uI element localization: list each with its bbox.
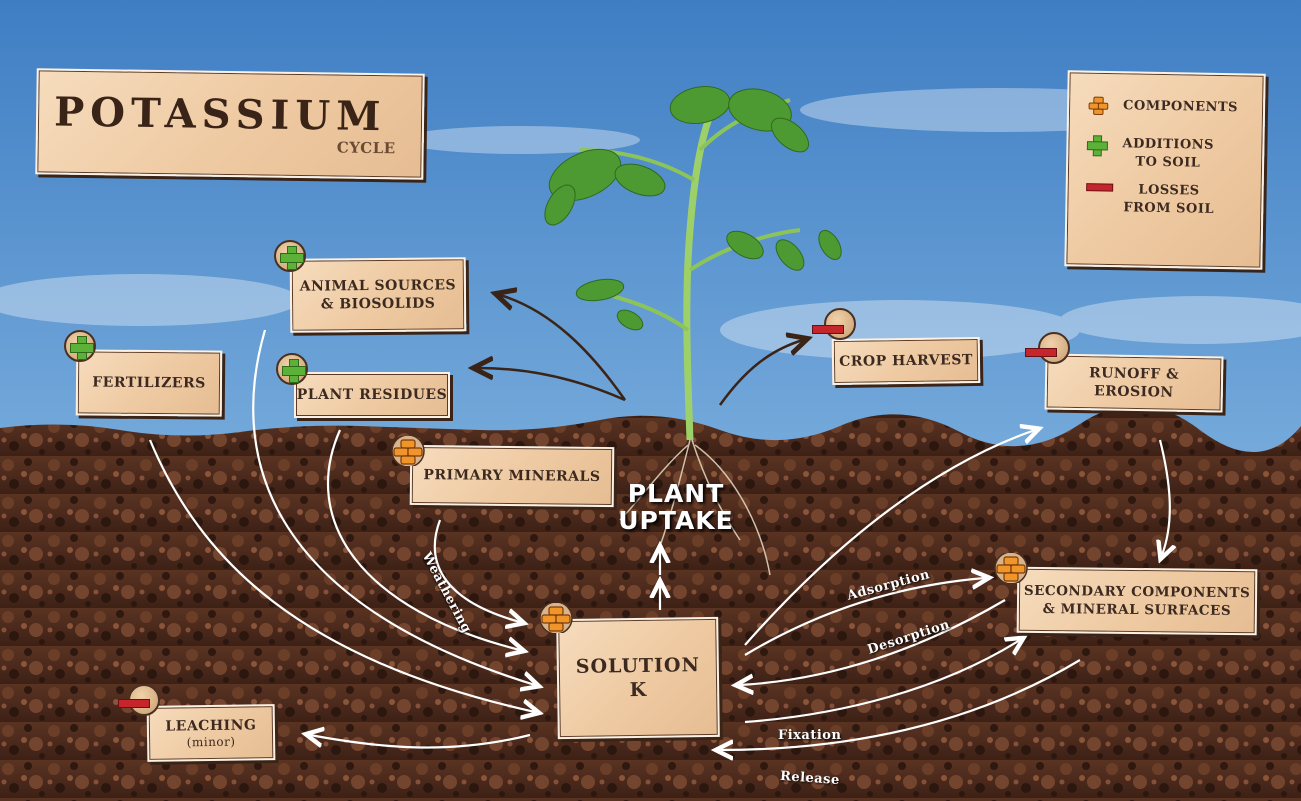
node-runoff-erosion: RUNOFF & EROSION — [1044, 353, 1224, 413]
animal-sources-label-2: & BIOSOLIDS — [320, 295, 436, 313]
plant-uptake-line-2: UPTAKE — [618, 506, 734, 535]
plant-residues-label: PLANT RESIDUES — [296, 387, 448, 403]
solution-label-1: SOLUTION — [575, 654, 701, 678]
legend-losses-label-2: FROM SOIL — [1123, 200, 1215, 217]
node-solution-k: SOLUTION K — [556, 616, 720, 740]
node-animal-sources: ANIMAL SOURCES & BIOSOLIDS — [289, 257, 467, 333]
arrow-runoff-to-secondary — [1160, 439, 1170, 555]
primary-minerals-label: PRIMARY MINERALS — [423, 467, 601, 485]
leaching-label: LEACHING — [165, 717, 257, 735]
clouds — [0, 88, 1301, 360]
plant-residues-plus-icon — [276, 353, 308, 385]
arrow-solution-to-runoff — [744, 430, 1035, 646]
secondary-label-1: SECONDARY COMPONENTS — [1023, 582, 1251, 602]
arrow-adsorption — [744, 578, 985, 656]
legend-losses-label-1: LOSSES — [1138, 182, 1200, 199]
node-leaching: LEACHING (minor) — [146, 704, 276, 762]
legend-additions-label-2: TO SOIL — [1135, 154, 1201, 171]
minus-icon — [1086, 183, 1114, 192]
node-fertilizers: FERTILIZERS — [75, 349, 223, 417]
legend-losses: LOSSES FROM SOIL — [1085, 181, 1214, 219]
arrow-fertilizers-to-solution — [148, 439, 535, 712]
plant-uptake-label: PLANT UPTAKE — [606, 480, 746, 534]
crop-harvest-badge — [824, 308, 856, 340]
arrow-desorption — [740, 599, 1006, 685]
node-secondary-components: SECONDARY COMPONENTS & MINERAL SURFACES — [1016, 566, 1258, 636]
plant-uptake-line-1: PLANT — [627, 479, 725, 508]
node-primary-minerals: PRIMARY MINERALS — [409, 444, 615, 508]
arrow-to-crop-harvest — [718, 340, 803, 406]
arrow-to-leaching — [310, 735, 531, 749]
fertilizers-plus-icon — [64, 330, 96, 362]
arrow-residues-to-solution — [326, 429, 520, 650]
fixation-label: Fixation — [778, 728, 842, 743]
arrow-to-plant-residues — [478, 368, 626, 402]
animal-sources-plus-icon — [274, 240, 306, 272]
secondary-label-2: & MINERAL SURFACES — [1042, 601, 1232, 619]
title-main: POTASSIUM — [53, 88, 387, 141]
arrow-fixation — [744, 640, 1020, 724]
node-crop-harvest: CROP HARVEST — [831, 336, 981, 386]
title-card: POTASSIUM CYCLE — [35, 68, 425, 180]
primary-minerals-components-icon — [391, 436, 425, 466]
solution-label-2: K — [629, 678, 647, 702]
legend-additions: ADDITIONS TO SOIL — [1086, 135, 1214, 173]
runoff-erosion-minus-icon — [1025, 348, 1057, 357]
title-sub: CYCLE — [336, 138, 396, 158]
arrow-animal-to-solution — [252, 329, 535, 685]
crop-harvest-minus-icon — [812, 325, 844, 334]
plant — [544, 86, 842, 576]
fertilizers-label: FERTILIZERS — [92, 374, 206, 392]
leaching-note: (minor) — [186, 734, 236, 750]
node-plant-residues: PLANT RESIDUES — [294, 372, 450, 418]
solution-components-icon — [539, 603, 573, 633]
components-icon — [1088, 96, 1109, 116]
arrow-to-animal-sources — [500, 295, 627, 401]
legend-additions-label-1: ADDITIONS — [1122, 136, 1215, 153]
soil — [0, 405, 1301, 801]
arrow-release — [720, 659, 1081, 750]
secondary-components-icon — [994, 553, 1028, 583]
arrow-weathering — [433, 519, 520, 622]
legend-components-label: COMPONENTS — [1122, 98, 1239, 116]
plus-icon — [1086, 135, 1108, 157]
crop-harvest-label: CROP HARVEST — [839, 352, 973, 370]
leaching-minus-icon — [118, 699, 150, 708]
legend-card: COMPONENTS ADDITIONS TO SOIL LOSSES FROM… — [1064, 70, 1266, 270]
animal-sources-label-1: ANIMAL SOURCES — [299, 277, 457, 295]
runoff-erosion-label: RUNOFF & EROSION — [1088, 365, 1180, 401]
legend-components: COMPONENTS — [1087, 91, 1238, 124]
